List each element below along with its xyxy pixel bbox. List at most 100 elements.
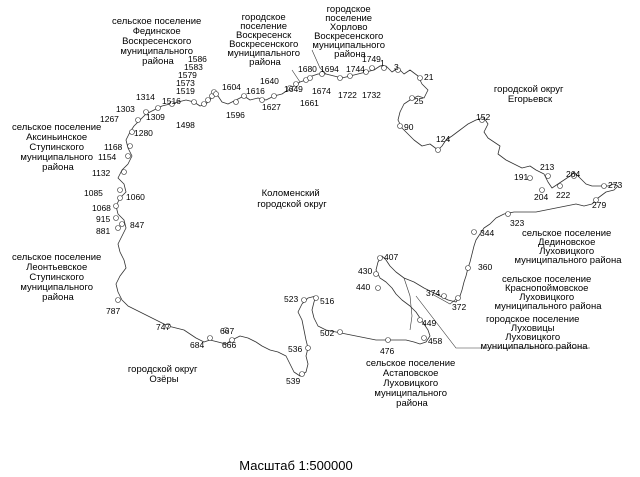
region-line: сельское поселение [522,228,611,239]
region-line: сельское поселение [112,16,201,27]
region-line: Луховицкого [519,292,574,303]
internal-boundary-north [291,49,327,83]
region-astapovskoe-label: сельское поселение Астаповское Луховицко… [366,358,458,409]
point-label: 667 [220,326,234,336]
point-label: 523 [284,294,298,304]
point-label: 1749 [362,54,381,64]
point-label: 1596 [226,110,245,120]
point-label: 1573 [176,78,195,88]
region-line: Луховицкого [383,378,438,389]
point-label: 1732 [362,90,381,100]
point-label: 1674 [312,86,331,96]
region-line: Луховицкого [505,332,560,343]
region-line: поселение [240,21,287,32]
point-label: 1154 [98,152,117,162]
region-line: Воскресенск [236,30,292,41]
region-line: муниципального [20,152,93,163]
point-label: 1661 [300,98,319,108]
region-line: Аксиньинское [26,132,87,143]
region-aksinyinskoe-label: сельское поселение Аксиньинское Ступинск… [12,122,104,173]
region-lukhovitsy-label: городское поселение Луховицы Луховицкого… [480,314,588,352]
region-line: Ступинского [29,272,84,283]
point-label: 1132 [92,168,111,178]
point-label: 1680 [298,64,317,74]
point-label: 1583 [184,62,203,72]
region-line: Воскресенского [122,36,191,47]
point-markers [113,65,607,377]
region-khorlovo-label: городское поселение Хорлово Воскресенско… [312,4,387,60]
region-krasnopoimovskoe-label: сельское поселение Краснопоймовское Лухо… [494,274,602,312]
region-line: Воскресенского [314,31,383,42]
point-label: 124 [436,134,450,144]
region-line: Ступинского [29,142,84,153]
region-line: Хорлово [330,22,368,33]
point-label: 21 [424,72,434,82]
point-label: 1060 [126,192,145,202]
region-line: муниципального [312,40,385,51]
region-line: городское поселение [486,314,579,325]
region-line: Озёры [149,374,178,385]
point-label: 152 [476,112,490,122]
point-label: 915 [96,214,110,224]
region-line: городское [242,12,286,23]
point-label: 3 [394,62,399,72]
region-line: района [249,57,281,68]
region-line: городской округ [494,84,564,95]
point-label: 666 [222,340,236,350]
region-line: района [42,162,74,173]
point-label: 372 [452,302,466,312]
region-line: муниципального района [494,301,602,312]
point-label: 204 [534,192,548,202]
point-label: 1498 [176,120,195,130]
region-line: муниципального [227,48,300,59]
region-voskresensk-label: городское поселение Воскресенск Воскресе… [227,12,302,68]
point-labels: 1 3 21 25 90 124 152 191 204 213 222 264… [84,54,622,386]
map-scale: Масштаб 1:500000 [239,458,352,473]
point-label: 360 [478,262,492,272]
point-label: 458 [428,336,442,346]
region-line: городской округ [128,364,198,375]
point-label: 213 [540,162,554,172]
point-label: 1586 [188,54,207,64]
point-label: 1303 [116,104,135,114]
point-label: 440 [356,282,370,292]
point-label: 516 [320,296,334,306]
point-label: 476 [380,346,394,356]
region-line: поселение [325,13,372,24]
point-label: 1 [380,58,385,68]
point-label: 536 [288,344,302,354]
region-line: сельское поселение [12,122,101,133]
point-label: 25 [414,96,424,106]
region-line: Луховицкого [539,246,594,257]
lukhovitsy-leader [415,295,590,349]
region-line: муниципального района [514,255,622,266]
point-label: 407 [384,252,398,262]
point-label: 1085 [84,188,103,198]
point-label: 430 [358,266,372,276]
point-label: 1519 [176,86,195,96]
region-line: Луховицы [511,323,555,334]
region-line: Фединское [133,26,181,37]
region-line: района [396,398,428,409]
region-ozery-label: городской округ Озёры [128,364,200,385]
region-dedinovskoe-label: сельское поселение Дединовское Луховицко… [514,228,622,266]
point-label: 539 [286,376,300,386]
point-label: 1267 [100,114,119,124]
region-line: сельское поселение [502,274,591,285]
region-line: сельское поселение [366,358,455,369]
region-fedinskoe-label: сельское поселение Фединское Воскресенск… [112,16,204,67]
point-label: 1649 [284,84,303,94]
point-label: 1744 [346,64,365,74]
region-line: муниципального [120,46,193,57]
point-label: 684 [190,340,204,350]
point-label: 264 [566,169,580,179]
region-line: Астаповское [383,368,439,379]
point-label: 1168 [104,142,123,152]
point-label: 222 [556,190,570,200]
point-label: 787 [106,306,120,316]
region-kolomensky-label: Коломенский городской округ [257,188,327,210]
region-line: Коломенский [262,188,320,199]
region-line: муниципального района [480,341,588,352]
point-label: 1314 [136,92,155,102]
